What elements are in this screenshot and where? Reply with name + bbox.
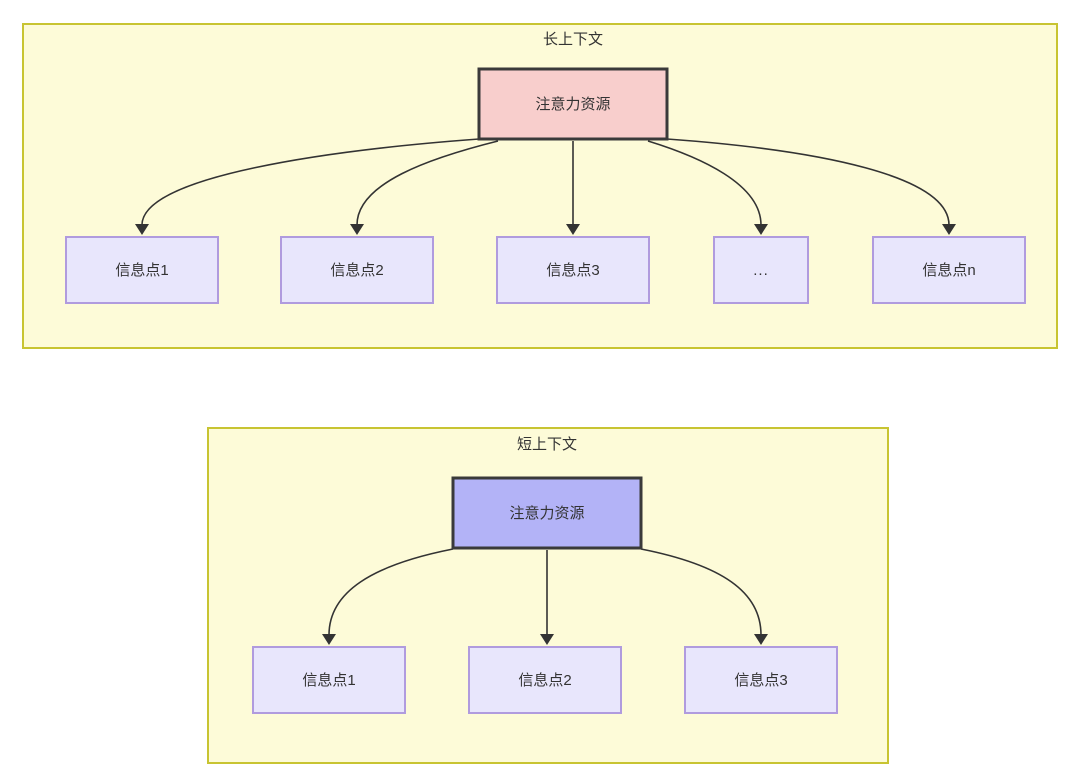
edges-short-context (322, 548, 768, 645)
node-box-leaf-long-1[interactable] (65, 236, 219, 304)
node-label-leaf-long-1: 信息点1 (115, 262, 168, 279)
node-box-leaf-short-3[interactable] (684, 646, 838, 714)
group-short-context: 短上下文 注意力资源 信息点1 信息点 (207, 427, 889, 764)
node-box-leaf-short-1[interactable] (252, 646, 406, 714)
arrowhead-long-2 (350, 224, 364, 235)
edge-root-to-leaf-long-4 (647, 140, 762, 226)
node-leaf-long-1[interactable]: 信息点1 (65, 236, 219, 304)
node-box-leaf-long-3[interactable] (496, 236, 650, 304)
arrowhead-short-2 (540, 634, 554, 645)
node-leaf-long-3[interactable]: 信息点3 (496, 236, 650, 304)
node-box-leaf-long-ellipsis[interactable] (713, 236, 809, 304)
group-title-short-context: 短上下文 (517, 436, 577, 453)
node-root-short-context[interactable]: 注意力资源 (451, 476, 643, 550)
node-root-long-context[interactable]: 注意力资源 (477, 67, 669, 141)
edge-root-to-leaf-long-5 (666, 138, 950, 226)
node-box-leaf-short-2[interactable] (468, 646, 622, 714)
arrowhead-long-3 (566, 224, 580, 235)
node-leaf-long-ellipsis[interactable]: ... (713, 236, 809, 304)
node-leaf-long-n[interactable]: 信息点n (872, 236, 1026, 304)
node-label-leaf-long-n: 信息点n (922, 262, 975, 279)
node-box-root-long[interactable] (477, 67, 669, 141)
node-box-root-short[interactable] (451, 476, 643, 550)
arrowhead-short-1 (322, 634, 336, 645)
arrowhead-long-4 (754, 224, 768, 235)
edges-long-context (135, 138, 956, 235)
arrowhead-long-5 (942, 224, 956, 235)
node-leaf-short-1[interactable]: 信息点1 (252, 646, 406, 714)
node-label-leaf-short-1: 信息点1 (302, 672, 355, 689)
node-leaf-short-2[interactable]: 信息点2 (468, 646, 622, 714)
node-leaf-long-2[interactable]: 信息点2 (280, 236, 434, 304)
node-label-root-short: 注意力资源 (509, 504, 584, 522)
arrowhead-short-3 (754, 634, 768, 645)
edge-root-to-leaf-long-2 (356, 140, 499, 226)
node-label-leaf-short-2: 信息点2 (518, 672, 571, 689)
node-label-leaf-long-3: 信息点3 (546, 262, 599, 279)
node-label-leaf-short-3: 信息点3 (734, 672, 787, 689)
node-label-leaf-long-ellipsis: ... (753, 262, 769, 279)
node-leaf-short-3[interactable]: 信息点3 (684, 646, 838, 714)
group-long-context: 长上下文 注意力资源 信息 (22, 23, 1058, 349)
node-box-leaf-long-2[interactable] (280, 236, 434, 304)
edge-root-to-leaf-short-3 (640, 548, 762, 636)
edge-root-to-leaf-long-1 (141, 138, 480, 226)
node-label-root-long: 注意力资源 (535, 95, 610, 113)
edge-root-to-leaf-short-1 (328, 548, 454, 636)
group-title-long-context: 长上下文 (543, 31, 603, 48)
arrowhead-long-1 (135, 224, 149, 235)
node-box-leaf-long-n[interactable] (872, 236, 1026, 304)
node-label-leaf-long-2: 信息点2 (330, 262, 383, 279)
